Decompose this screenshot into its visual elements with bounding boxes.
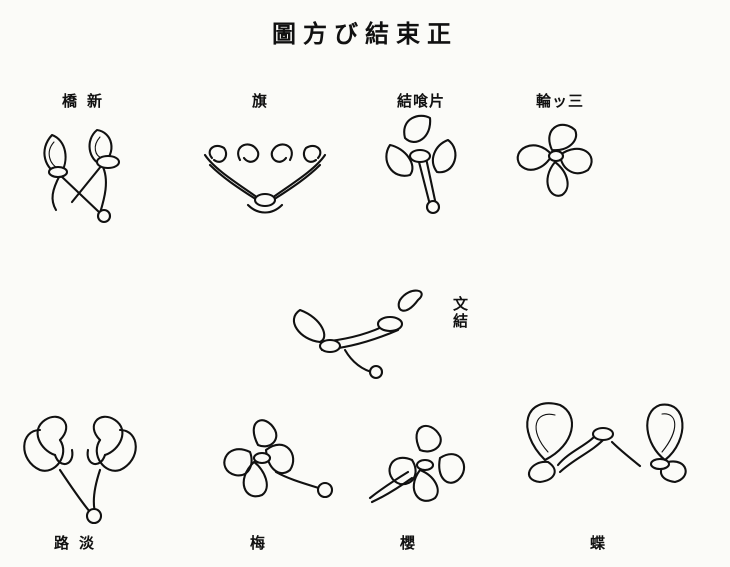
ume-knot-figure: [223, 419, 334, 499]
label-hata: 旗: [252, 92, 269, 110]
sakura-knot-figure: [368, 425, 466, 504]
bunmusubi-knot-figure: [292, 289, 423, 380]
label-awaji: 路淡: [54, 534, 105, 552]
page-title: 圖方び結束正: [272, 19, 458, 48]
label-mitsuwa: 輪ッ三: [536, 92, 585, 110]
shinbashi-knot-figure: [43, 128, 121, 224]
awaji-knot-figure: [23, 415, 137, 525]
label-shinbashi: 橋新: [62, 92, 113, 110]
label-ume: 梅: [250, 534, 267, 552]
label-katahoo: 結喰片: [397, 92, 446, 110]
label-cho: 蝶: [590, 534, 607, 552]
mitsuwa-knot-figure: [516, 123, 593, 197]
katahoo-knot-figure: [385, 114, 457, 215]
label-sakura: 櫻: [400, 534, 417, 552]
cho-knot-figure: [526, 402, 687, 484]
label-bunmusubi: 文結: [451, 296, 469, 330]
hata-knot-figure: [203, 143, 327, 214]
